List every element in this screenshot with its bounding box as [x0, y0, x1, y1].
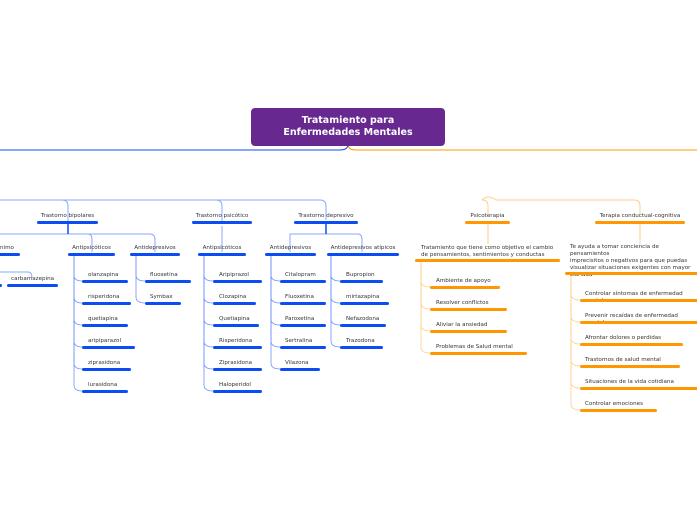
- leaf-item-underline: [82, 302, 132, 305]
- group-antidepresivos-depresivo[interactable]: Antidepresivos: [269, 245, 312, 251]
- leaf-item[interactable]: olanzapina: [88, 272, 119, 278]
- leaf-item[interactable]: Nefazodona: [346, 316, 380, 322]
- leaf-item-underline: [82, 390, 128, 393]
- group-antidepresivos-depresivo-underline: [265, 253, 316, 256]
- tcc-item[interactable]: Trastornos de salud mental: [585, 357, 661, 363]
- leaf-item[interactable]: Trazodona: [346, 338, 375, 344]
- leaf-item[interactable]: Ziprasidona: [219, 360, 253, 366]
- psicoterapia-item[interactable]: Resolver conflictos: [436, 300, 489, 306]
- leaf-item[interactable]: Citalopram: [285, 272, 316, 278]
- leaf-item[interactable]: Quetiapina: [219, 316, 250, 322]
- branch-trastorno-depresivo[interactable]: Trastorno depresivo: [298, 213, 354, 219]
- psicoterapia-item[interactable]: Problemas de Salud mental: [436, 344, 513, 350]
- leaf-item[interactable]: Vilazona: [285, 360, 309, 366]
- leaf-item[interactable]: Sertralina: [285, 338, 313, 344]
- leaf-item-underline: [280, 368, 320, 371]
- leaf-item-underline: [213, 368, 263, 371]
- leaf-item[interactable]: fluoxetina: [150, 272, 178, 278]
- tcc-item-underline: [580, 321, 697, 324]
- leaf-item-underline: [145, 280, 191, 283]
- tcc-description-underline: [565, 272, 697, 275]
- leaf-item-underline: [82, 368, 132, 371]
- leaf-item-underline: [213, 390, 263, 393]
- branch-trastorno-psicotico[interactable]: Trastorno psicótico: [195, 213, 249, 219]
- leaf-item-underline: [280, 324, 326, 327]
- leaf-item[interactable]: aripiparazol: [88, 338, 122, 344]
- branch-trastorno-depresivo-underline: [294, 221, 358, 224]
- leaf-item-underline: [82, 324, 128, 327]
- leaf-item-underline: [280, 346, 326, 349]
- branch-terapia-conductual-cognitiva-underline: [595, 221, 685, 224]
- tcc-item[interactable]: Prevenir recaídas de enfermedad mental: [585, 313, 678, 326]
- branch-trastorno-bipolares-underline: [37, 221, 98, 224]
- tcc-item-underline: [580, 343, 684, 346]
- leaf-item[interactable]: ziprasidona: [88, 360, 121, 366]
- tcc-item-underline: [580, 365, 680, 368]
- leaf-item[interactable]: quetiapina: [88, 316, 118, 322]
- leaf-item-underline: [213, 302, 256, 305]
- leaf-item-underline: [82, 346, 135, 349]
- leaf-item[interactable]: risperidona: [88, 294, 120, 300]
- tcc-item-underline: [580, 409, 657, 412]
- tcc-item[interactable]: Situaciones de la vida cotidiana: [585, 379, 674, 385]
- tcc-item[interactable]: Controlar síntomas de enfermedad mortal: [585, 291, 683, 304]
- leaf-item[interactable]: mirtazapina: [346, 294, 380, 300]
- branch-trastorno-bipolares[interactable]: Trastorno bipolares: [40, 213, 95, 219]
- leaf-item-underline: [340, 346, 383, 349]
- leaf-item[interactable]: Risperidona: [219, 338, 253, 344]
- leaf-item[interactable]: Aripiprazol: [219, 272, 249, 278]
- leaf-item-underline: [145, 302, 181, 305]
- leaf-item[interactable]: Symbax: [150, 294, 173, 300]
- branch-terapia-conductual-cognitiva[interactable]: Terapia conductual-cognitiva: [599, 213, 681, 219]
- root-node[interactable]: Tratamiento para Enfermedades Mentales: [251, 108, 445, 146]
- group-antipsicoticos-psicotico-underline: [198, 253, 246, 256]
- branch-psicoterapia-underline: [465, 221, 510, 224]
- leaf-item-underline: [280, 302, 326, 305]
- psicoterapia-item[interactable]: Ambiente de apoyo: [436, 278, 491, 284]
- leaf-item-underline: [213, 280, 263, 283]
- branch-psicoterapia[interactable]: Psicoterapia: [470, 213, 505, 219]
- leaf-item[interactable]: Fluoxetina: [285, 294, 314, 300]
- tcc-item-underline: [580, 387, 697, 390]
- branch-trastorno-psicotico-underline: [192, 221, 252, 224]
- tcc-item-underline: [580, 299, 697, 302]
- leaf-item-underline: [340, 302, 390, 305]
- leaf-item-underline: [340, 280, 383, 283]
- leaf-carbamazepina[interactable]: carbamazepina: [11, 276, 55, 282]
- group-antidepresivos-bipolar[interactable]: Antidepresivos: [134, 245, 176, 251]
- group-antipsicoticos-bipolar-underline: [68, 253, 115, 256]
- tcc-item[interactable]: Afrontar dolores o perdidas: [585, 335, 662, 341]
- leaf-item-underline: [82, 280, 128, 283]
- group-antidepresivos-bipolar-underline: [130, 253, 180, 256]
- leaf-item[interactable]: Paroxetina: [285, 316, 315, 322]
- leaf-item-underline: [280, 280, 326, 283]
- psicoterapia-item-underline: [430, 352, 527, 355]
- leaf-item[interactable]: Bupropion: [346, 272, 375, 278]
- leaf-item-underline: [213, 324, 259, 327]
- leaf-item-underline: [213, 346, 263, 349]
- group-estabilizadores[interactable]: nimo: [0, 245, 14, 251]
- leaf-underline: [0, 284, 2, 287]
- tcc-item[interactable]: Controlar emociones: [585, 401, 643, 407]
- group-antipsicoticos-psicotico[interactable]: Antipsicóticos: [202, 245, 242, 251]
- group-antidepresivos-atipicos-underline: [327, 253, 399, 256]
- group-antidepresivos-atipicos[interactable]: Antidepresivos atípicos: [330, 245, 396, 251]
- group-antipsicoticos-bipolar[interactable]: Antipsicóticos: [72, 245, 111, 251]
- psicoterapia-item-underline: [430, 286, 501, 289]
- psicoterapia-item[interactable]: Aliviar la ansiedad: [436, 322, 488, 328]
- leaf-item-underline: [340, 324, 386, 327]
- leaf-carbamazepina-underline: [7, 284, 58, 287]
- leaf-item[interactable]: lurasidona: [88, 382, 118, 388]
- leaf-item[interactable]: Haloperidol: [219, 382, 251, 388]
- group-estabilizadores-underline: [0, 253, 20, 256]
- psicoterapia-description[interactable]: Tratamiento que tiene como objetivo el c…: [421, 245, 554, 258]
- leaf-item[interactable]: Clozapina: [219, 294, 247, 300]
- psicoterapia-item-underline: [430, 330, 507, 333]
- psicoterapia-item-underline: [430, 308, 507, 311]
- psicoterapia-description-underline: [415, 259, 560, 262]
- tcc-description[interactable]: Te ayuda a tomar conciencia de pensamien…: [570, 244, 691, 278]
